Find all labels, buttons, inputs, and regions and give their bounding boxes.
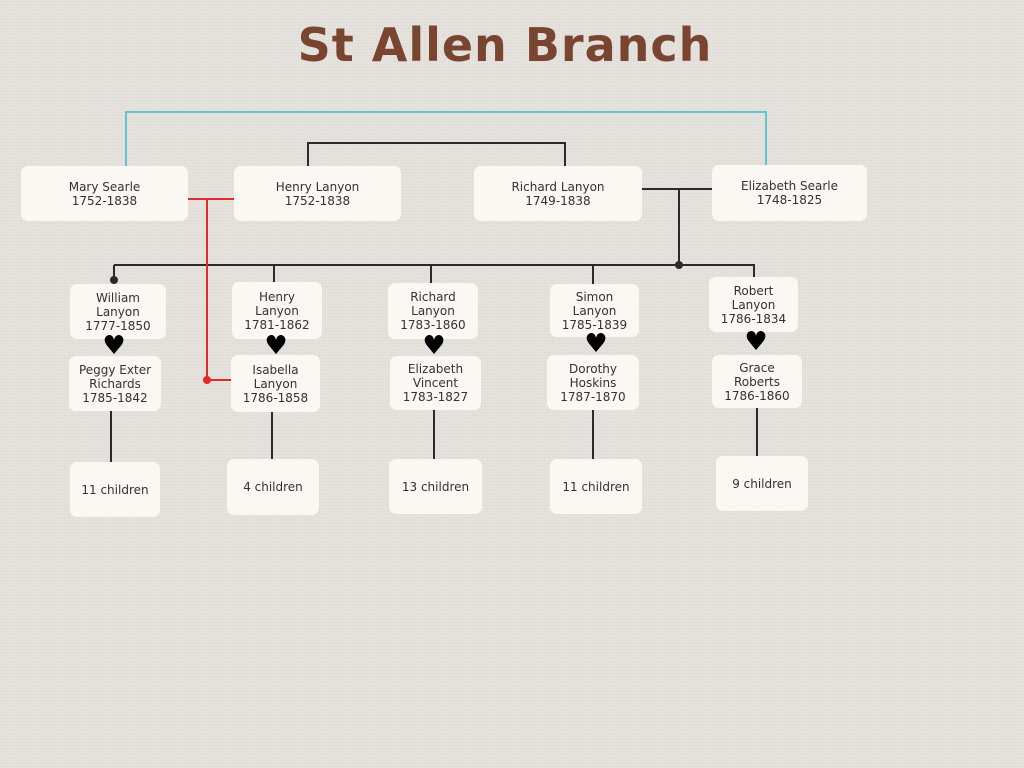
children-count: 9 children (732, 476, 792, 491)
heart-icon: ♥ (422, 331, 446, 361)
page-title: St Allen Branch (297, 18, 713, 72)
junction-dot (110, 276, 118, 284)
red-dot (203, 376, 211, 384)
person-name: Robert Lanyon (731, 283, 776, 312)
spouse-dates: 1786-1860 (724, 388, 790, 403)
junction-dot (675, 261, 683, 269)
person-dates: 1783-1860 (400, 318, 466, 332)
children-count: 11 children (81, 482, 149, 497)
person-dates: 1752-1838 (71, 193, 138, 208)
heart-icon: ♥ (584, 329, 608, 359)
person-dates: 1777-1850 (85, 318, 151, 333)
heart-icon: ♥ (744, 327, 768, 357)
person-dates: 1786-1834 (720, 311, 787, 326)
person-card: 11 children (550, 459, 642, 514)
person-name: Henry Lanyon (275, 179, 360, 194)
spouse-name: Isabella Lanyon (252, 362, 299, 391)
person-name: Mary Searle (68, 179, 141, 194)
spouse-dates: 1787-1870 (560, 389, 626, 404)
person-card: 11 children (70, 462, 160, 517)
children-count: 11 children (562, 479, 630, 494)
siblings-connector (307, 142, 566, 166)
person-dates: 1781-1862 (244, 317, 310, 332)
spouse-name: Peggy Exter Richards (78, 362, 152, 391)
heart-icon: ♥ (102, 331, 126, 361)
person-name: Elizabeth Searle (740, 179, 839, 193)
person-name: Henry Lanyon (255, 289, 299, 318)
children-count: 4 children (243, 480, 303, 494)
spouse-dates: 1785-1842 (82, 390, 148, 405)
spouse-name: Elizabeth Vincent (407, 362, 464, 390)
person-dates: 1749-1838 (525, 193, 591, 208)
spouse-dates: 1786-1858 (242, 390, 309, 405)
person-card: 13 children (389, 459, 482, 514)
person-name: Simon Lanyon (572, 289, 617, 318)
person-name: Richard Lanyon (511, 179, 605, 194)
person-name: William Lanyon (96, 290, 140, 319)
person-dates: 1785-1839 (561, 317, 628, 332)
spouse-name: Grace Roberts (733, 360, 781, 389)
spouse-name: Dorothy Hoskins (568, 361, 617, 390)
person-dates: 1752-1838 (284, 193, 351, 208)
person-name: Richard Lanyon (410, 290, 456, 318)
person-card: 4 children (227, 459, 319, 515)
red-connector (206, 199, 231, 381)
heart-icon: ♥ (264, 331, 288, 361)
children-count: 13 children (401, 479, 470, 494)
teal-connector (125, 111, 767, 166)
person-dates: 1748-1825 (756, 193, 823, 207)
spouse-dates: 1783-1827 (402, 390, 469, 404)
person-card: 9 children (716, 456, 808, 511)
